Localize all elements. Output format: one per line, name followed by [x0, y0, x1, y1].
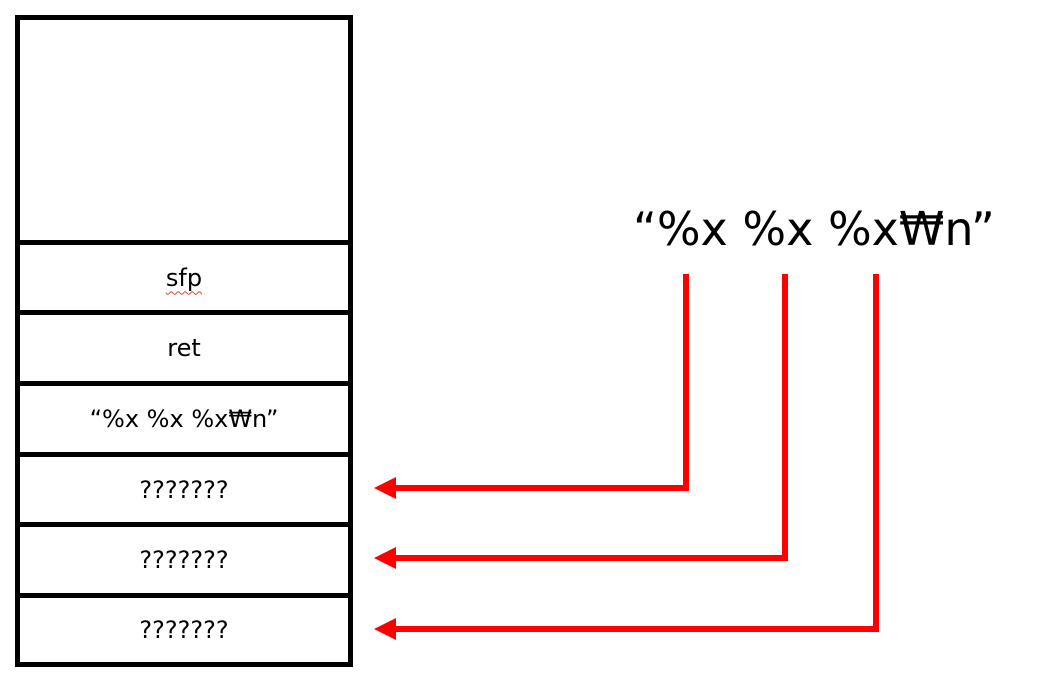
- stack-cell-unknown-3-label: ???????: [139, 616, 229, 644]
- stack-cell-ret-label: ret: [167, 334, 201, 362]
- stack-cell-format-arg-label: “%x %x %x₩n”: [89, 405, 279, 433]
- stack-cell-unknown-2-label: ???????: [139, 546, 229, 574]
- arrow-lines: [392, 274, 879, 632]
- stack-cell-empty: [15, 15, 353, 245]
- arrow-1-head: [374, 477, 396, 499]
- arrow-2-line: [392, 274, 788, 561]
- arrow-2-head: [374, 547, 396, 569]
- stack-cell-unknown-1-label: ???????: [139, 475, 229, 504]
- stack-cell-ret: ret: [15, 310, 353, 386]
- arrow-1-line: [392, 274, 689, 491]
- stack-cell-sfp-label: sfp: [165, 263, 203, 292]
- stack-cell-unknown-3: ???????: [15, 593, 353, 667]
- stack-cell-sfp: sfp: [15, 240, 353, 315]
- arrow-3-head: [374, 618, 396, 640]
- arrow-heads: [374, 477, 396, 640]
- format-string-label: “%x %x %x₩n”: [633, 202, 995, 256]
- arrow-3-line: [392, 274, 879, 632]
